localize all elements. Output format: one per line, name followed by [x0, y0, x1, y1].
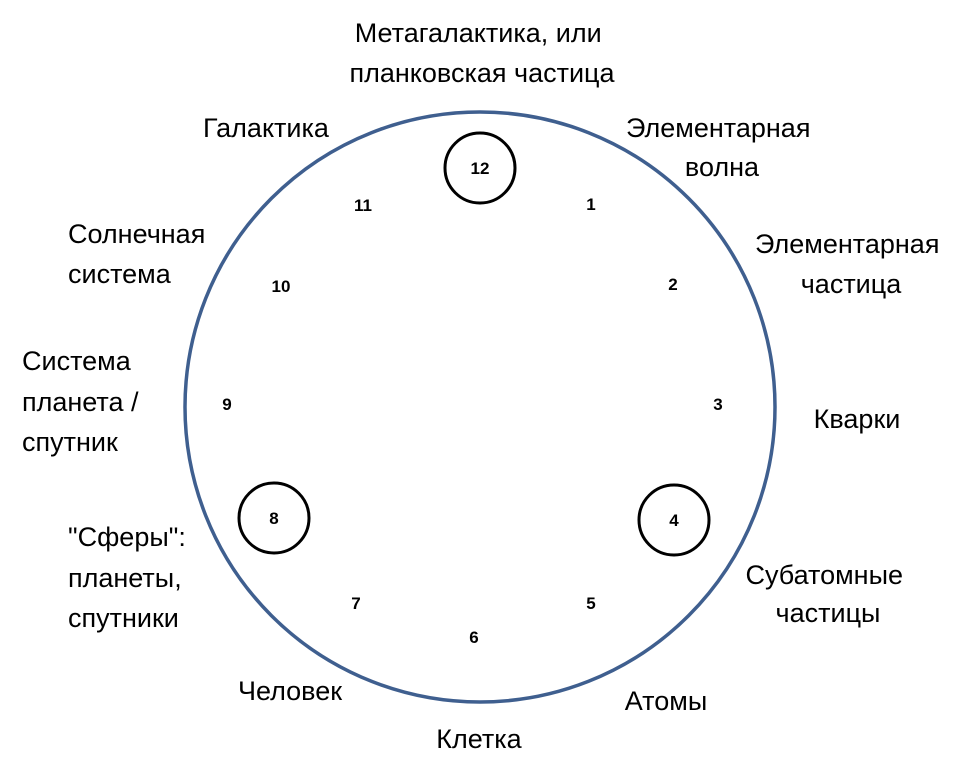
position-label-6: Клетка — [436, 724, 522, 754]
position-label-8-line-1: "Сферы": — [68, 522, 186, 552]
position-label-1-line-1: Элементарная — [626, 113, 810, 143]
position-number-6: 6 — [469, 628, 478, 647]
cycle-ring — [183, 110, 777, 704]
position-label-10-line-2: система — [68, 259, 172, 289]
position-label-12: Метагалактика, или планковская частица — [349, 18, 615, 88]
position-number-4: 4 — [669, 511, 679, 530]
marker-circle-8 — [237, 481, 311, 555]
position-number-11: 11 — [354, 196, 372, 215]
position-number-3: 3 — [713, 395, 722, 414]
position-label-10-line-1: Солнечная — [68, 219, 205, 249]
position-number-5: 5 — [586, 594, 595, 613]
position-label-2-line-2: частица — [801, 269, 902, 299]
position-label-1: Элементарная волна — [626, 113, 818, 182]
position-label-7-line-1: Человек — [238, 676, 342, 706]
position-label-4: Субатомные частицы — [745, 560, 910, 628]
position-number-10: 10 — [272, 277, 291, 296]
position-label-3-line-1: Кварки — [814, 404, 901, 434]
position-label-5: Атомы — [625, 686, 707, 716]
position-label-3: Кварки — [814, 404, 901, 434]
position-label-1-line-2: волна — [685, 152, 760, 182]
position-label-8-line-3: спутники — [68, 603, 179, 633]
position-number-8: 8 — [269, 509, 278, 528]
position-label-9-line-1: Система — [22, 346, 132, 376]
position-label-4-line-1: Субатомные — [745, 560, 903, 590]
position-label-2-line-1: Элементарная — [755, 229, 939, 259]
position-number-7: 7 — [351, 594, 360, 613]
marker-circle-4 — [637, 483, 711, 557]
position-label-6-line-1: Клетка — [436, 724, 522, 754]
position-label-9-line-2: планета / — [22, 387, 139, 417]
position-number-1: 1 — [586, 195, 595, 214]
marker-circle-12 — [443, 131, 517, 205]
position-label-10: Солнечная система — [68, 219, 213, 289]
position-label-12-line-2: планковская частица — [349, 58, 615, 88]
position-label-11-line-1: Галактика — [203, 113, 330, 143]
position-label-4-line-2: частицы — [776, 598, 881, 628]
position-label-9-line-3: спутник — [22, 427, 118, 457]
position-label-11: Галактика — [203, 113, 330, 143]
position-label-8: "Сферы": планеты, спутники — [68, 522, 193, 633]
position-label-9: Система планета / спутник — [22, 346, 146, 457]
position-number-2: 2 — [668, 275, 677, 294]
position-label-2: Элементарная частица — [755, 229, 947, 299]
position-number-12: 12 — [471, 159, 490, 178]
position-number-9: 9 — [222, 395, 231, 414]
position-label-8-line-2: планеты, — [68, 563, 182, 593]
position-label-7: Человек — [238, 676, 342, 706]
position-label-5-line-1: Атомы — [625, 686, 707, 716]
position-label-12-line-1: Метагалактика, или — [355, 18, 602, 48]
